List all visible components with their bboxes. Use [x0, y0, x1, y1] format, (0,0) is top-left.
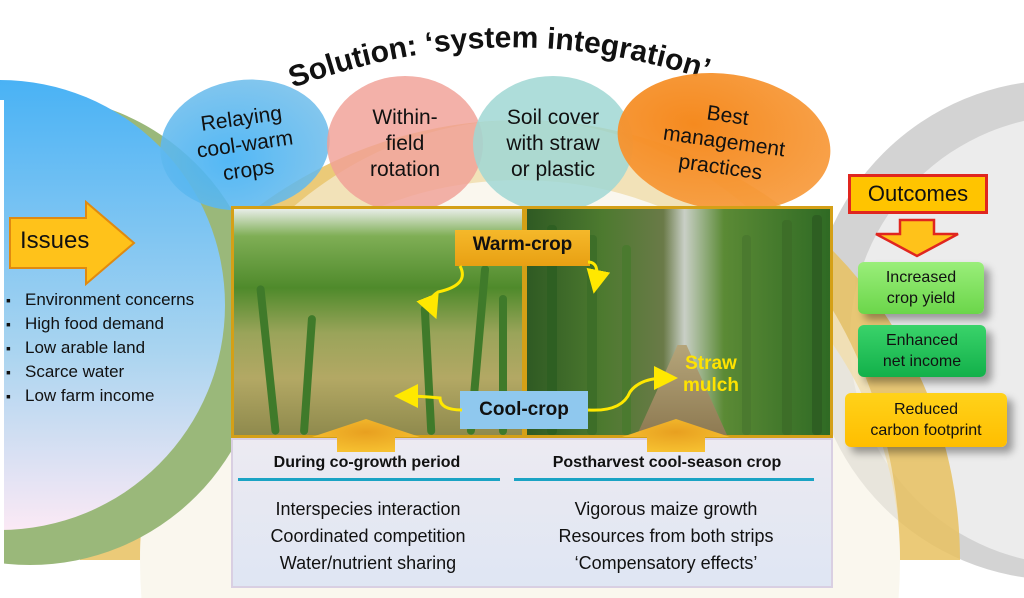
issues-heading: Issues	[20, 227, 90, 254]
postharvest-up-arrow-icon	[622, 419, 730, 452]
straw-mulch-label: Straw mulch	[683, 353, 739, 396]
co-growth-up-arrow-icon	[312, 419, 420, 452]
cool-crop-right-arrow-icon	[587, 366, 678, 412]
cool-crop-left-arrow-icon	[394, 384, 463, 412]
issue-item: Scarce water	[6, 360, 194, 384]
postharvest-underline	[514, 478, 814, 481]
outcomes-heading: Outcomes	[848, 174, 988, 214]
co-growth-underline	[238, 478, 500, 481]
co-growth-points: Interspecies interaction Coordinated com…	[270, 499, 466, 573]
postharvest-heading: Postharvest cool-season crop	[552, 454, 782, 471]
postharvest-points: Vigorous maize growth Resources from bot…	[558, 499, 774, 573]
co-growth-heading: During co-growth period	[273, 454, 461, 471]
issues-list: Environment concerns High food demand Lo…	[6, 288, 194, 408]
cool-crop-label: Cool-crop	[460, 391, 588, 429]
mechanisms-panel	[231, 438, 833, 588]
issue-item: Environment concerns	[6, 288, 194, 312]
issue-item: Low farm income	[6, 384, 194, 408]
title-arc: Solution: ‘system integration’	[284, 21, 714, 94]
outcomes-down-arrow-icon	[875, 218, 959, 258]
warm-crop-left-arrow-icon	[416, 265, 464, 320]
warm-crop-right-arrow-icon	[586, 260, 611, 294]
warm-crop-label: Warm-crop	[455, 230, 590, 266]
issues-arrow-icon	[9, 200, 136, 286]
issue-item: Low arable land	[6, 336, 194, 360]
issue-item: High food demand	[6, 312, 194, 336]
